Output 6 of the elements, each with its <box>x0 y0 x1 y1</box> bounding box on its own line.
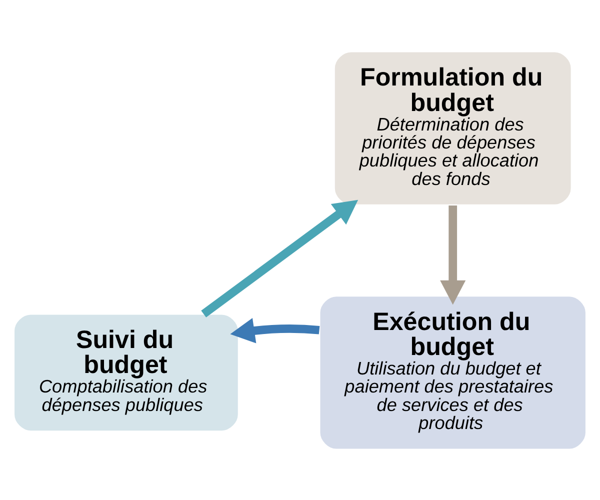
node-box: Exécution du budget Utilisation du budget et paiement des prestataires de services et des produits <box>318 294 587 450</box>
arrow <box>440 205 466 304</box>
arrow <box>230 317 320 343</box>
arrow <box>201 199 358 317</box>
node-box: Suivi du budget Comptabilisation des dépenses publiques <box>13 312 240 432</box>
node-box: Formulation du budget Détermination des priorités de dépenses publiques et allocation des fonds <box>334 50 572 206</box>
